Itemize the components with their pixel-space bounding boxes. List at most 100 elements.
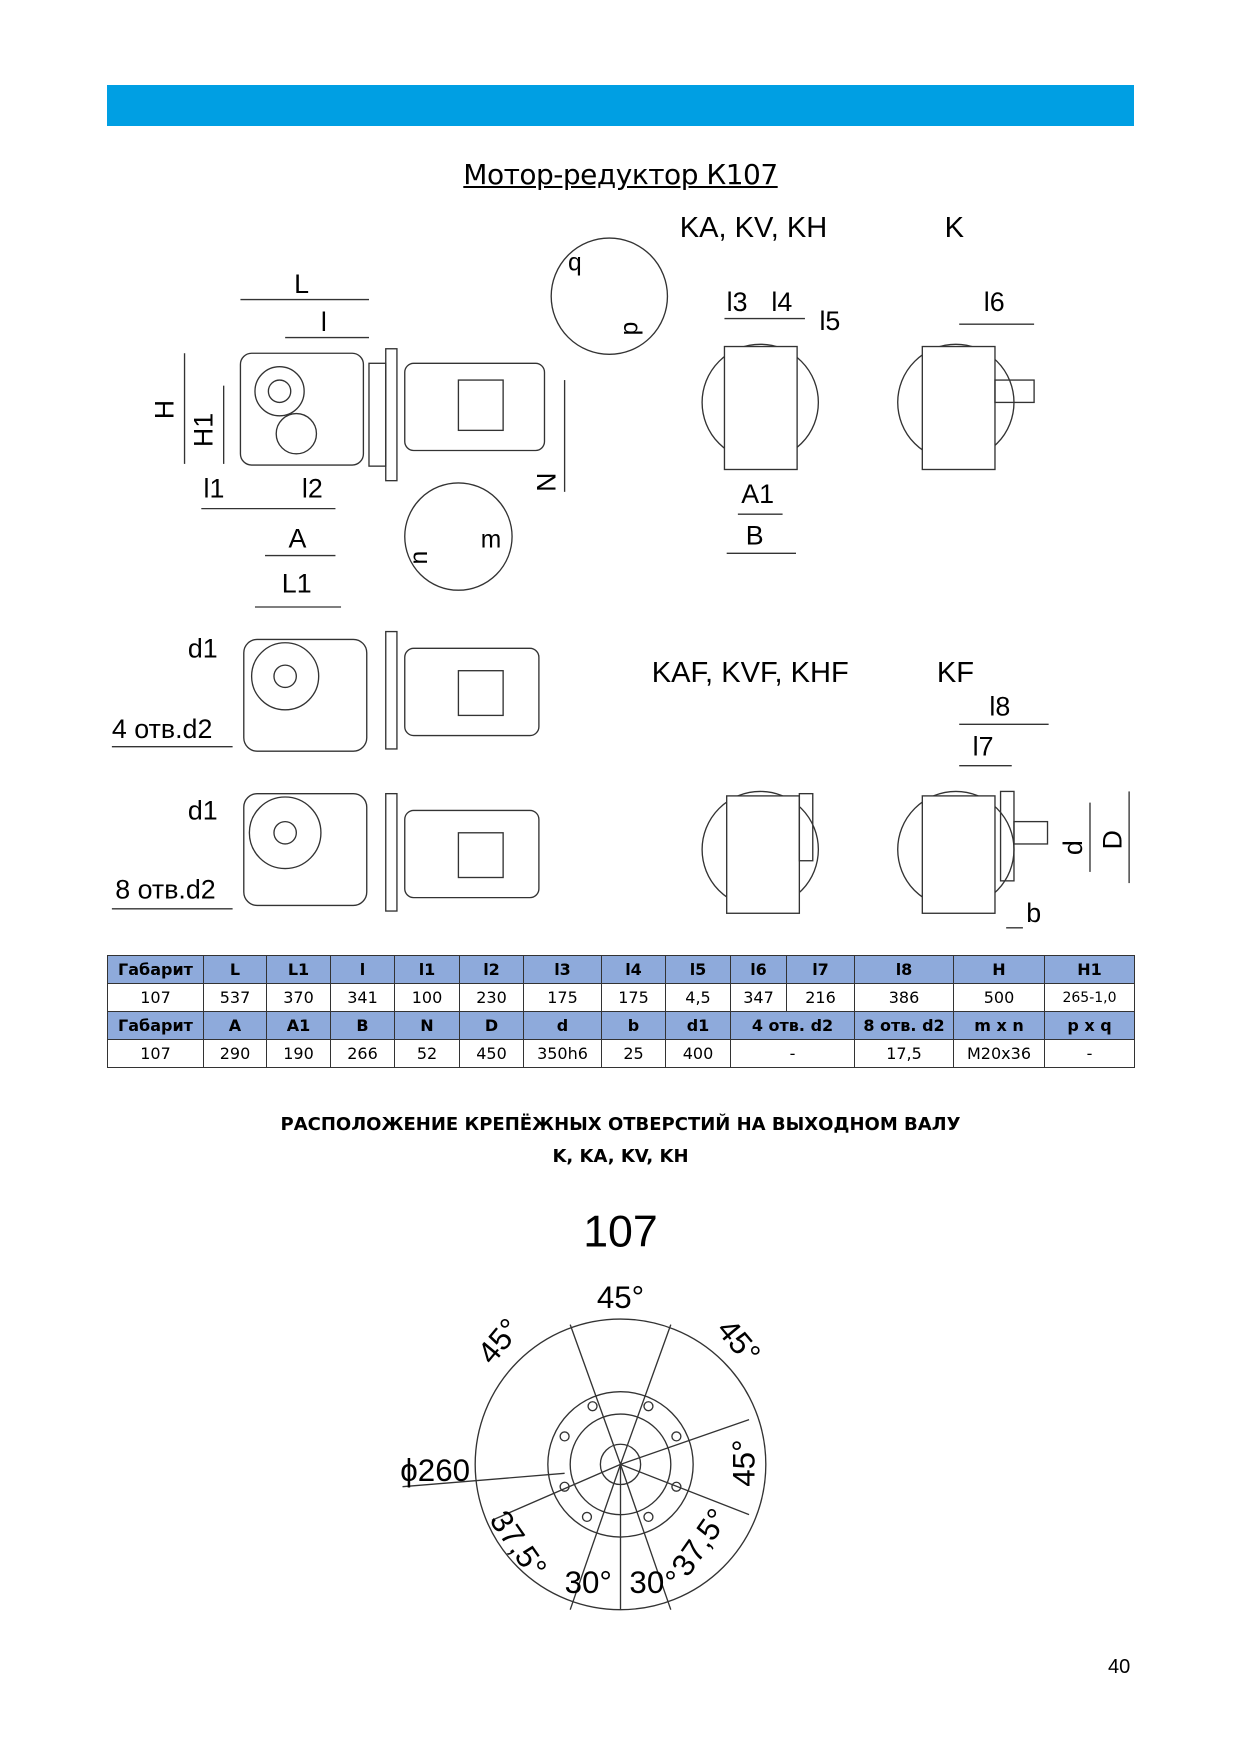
table-header: d [523,1011,602,1040]
table-cell: 175 [601,983,666,1012]
dim-n: n [406,551,433,565]
side-view-gearmotor: L l H H1 l1 l2 A L1 N q p n m [149,237,669,608]
dim-q: q [568,250,582,277]
front-view-kaf [701,790,820,914]
table-cell: 17,5 [854,1039,954,1068]
table-header: d1 [665,1011,731,1040]
front-view-ka: l3 l4 l5 A1 B [701,287,840,554]
dim-8-holes: 8 отв.d2 [115,875,215,905]
table-cell: 347 [730,983,787,1012]
dim-l6: l6 [984,287,1005,317]
dim-A: A [289,524,307,554]
dim-H: H [149,400,179,419]
table-header-row-2: Габарит A A1 B N D d b d1 4 отв. d2 8 от… [107,1011,1135,1040]
side-view-4-holes: d1 4 отв.d2 [111,630,540,752]
table-header: l [330,955,395,984]
dim-H1: H1 [188,413,218,447]
dim-4-holes: 4 отв.d2 [112,714,212,744]
angle-top-left: 45° [470,1312,527,1371]
table-row: 107 290 190 266 52 450 350h6 25 400 - 17… [107,1039,1135,1068]
front-view-kf: l8 l7 d D b [897,691,1130,929]
table-header: l5 [665,955,731,984]
header-bar [107,85,1134,126]
table-cell: 341 [330,983,395,1012]
table-cell: 266 [330,1039,395,1068]
dim-b: b [1026,898,1041,928]
dim-d1-bottom: d1 [188,795,218,825]
table-cell: - [1044,1039,1135,1068]
dim-l7: l7 [973,732,994,762]
table-cell: 4,5 [665,983,731,1012]
table-cell: 175 [523,983,602,1012]
dim-B: B [746,520,764,550]
table-header: H [953,955,1045,984]
table-cell: - [730,1039,855,1068]
diameter-label: ϕ260 [400,1453,470,1488]
dim-l3: l3 [727,287,748,317]
table-cell: 350h6 [523,1039,602,1068]
side-view-8-holes: d1 8 отв.d2 [111,792,540,912]
label-ka-variants: KA, KV, KH [680,212,827,244]
table-header: B [330,1011,395,1040]
table-header: 4 отв. d2 [730,1011,855,1040]
table-cell: 400 [665,1039,731,1068]
front-view-k: l6 [897,287,1035,471]
table-header: L1 [266,955,331,984]
table-header: A [203,1011,267,1040]
table-row: 107 537 370 341 100 230 175 175 4,5 347 … [107,983,1135,1012]
pattern-size: 107 [583,1207,658,1256]
dim-D: D [1097,830,1127,849]
label-k-variant: K [945,212,965,244]
table-cell: 25 [601,1039,666,1068]
table-header: l8 [854,955,954,984]
dim-p: p [616,322,643,336]
dim-l8: l8 [989,691,1010,721]
table-cell: 52 [394,1039,460,1068]
page-number: 40 [1108,1656,1131,1678]
angle-top: 45° [597,1280,644,1315]
angle-bottom-left-1: 37,5° [483,1504,554,1584]
table-cell: 537 [203,983,267,1012]
angle-bottom-left-2: 30° [565,1565,612,1600]
table-header: l6 [730,955,787,984]
dim-l: l [321,307,327,337]
table-header: l1 [394,955,460,984]
section-heading: РАСПОЛОЖЕНИЕ КРЕПЁЖНЫХ ОТВЕРСТИЙ НА ВЫХО… [280,1114,961,1135]
dim-l1: l1 [204,473,225,503]
table-cell: 290 [203,1039,267,1068]
table-header: Габарит [107,955,204,984]
label-kaf-variants: KAF, KVF, KHF [652,657,849,689]
table-header: p x q [1044,1011,1135,1040]
table-header: m x n [953,1011,1045,1040]
section-subheading: K, KA, KV, KH [552,1146,689,1167]
table-header: D [459,1011,524,1040]
dim-d: d [1058,840,1088,855]
angle-top-right: 45° [710,1312,767,1371]
table-header: 8 отв. d2 [854,1011,954,1040]
dim-m: m [481,527,501,554]
label-kf-variant: KF [937,657,974,689]
table-header: l2 [459,955,524,984]
dim-N: N [532,472,562,491]
table-cell: 230 [459,983,524,1012]
table-header: b [601,1011,666,1040]
dim-l4: l4 [771,287,792,317]
table-cell: 386 [854,983,954,1012]
table-cell: 107 [107,1039,204,1068]
dim-l2: l2 [302,473,323,503]
dim-A1: A1 [741,479,774,509]
table-header: l3 [523,955,602,984]
angle-bottom-right-2: 37,5° [665,1502,736,1582]
table-header: H1 [1044,955,1135,984]
bolt-hole-pattern: 107 45° 45° 45° 45° ϕ260 37,5° 30° 30° 3… [400,1207,767,1611]
dim-d1-top: d1 [188,633,218,663]
table-cell: 216 [786,983,855,1012]
table-cell: 190 [266,1039,331,1068]
dim-L1: L1 [282,568,312,598]
table-header: l7 [786,955,855,984]
dimensions-table: Габарит L L1 l l1 l2 l3 l4 l5 l6 l7 l8 H… [107,955,1135,1068]
table-cell: 265-1,0 [1044,983,1135,1012]
dim-L: L [294,269,309,299]
table-header-row-1: Габарит L L1 l l1 l2 l3 l4 l5 l6 l7 l8 H… [107,955,1135,984]
page-title: Мотор-редуктор К107 [463,158,778,191]
